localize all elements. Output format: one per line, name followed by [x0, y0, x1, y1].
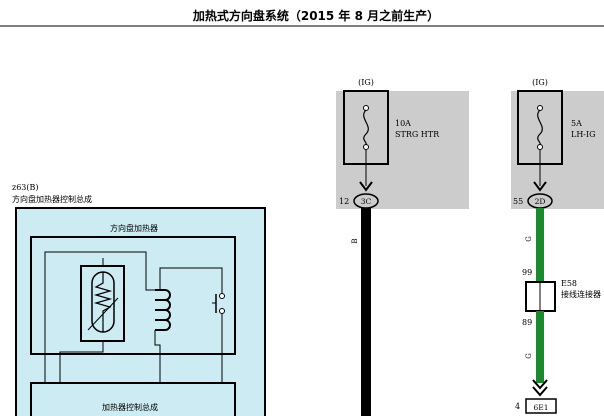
wire-green-lower: [536, 311, 544, 383]
heating-coil-icon: [155, 289, 171, 331]
wire-2-color-lower: G: [525, 353, 533, 359]
fuse-2-connector-code: 2D: [535, 197, 546, 206]
fuse-1-pin: 12: [339, 197, 349, 206]
heater-wire-left: [44, 251, 155, 410]
fuse-2-arrow-icon: [533, 181, 547, 192]
switch-wire-top: [159, 267, 223, 293]
junction-pin-in: 99: [522, 268, 532, 277]
component-code: z63(B): [12, 183, 39, 192]
fuse-1-rating: 10A: [395, 119, 411, 128]
bottom-connector: [525, 398, 557, 414]
coil-wire-down: [154, 330, 161, 410]
junction-arrow-icon-2: [532, 386, 548, 397]
wire-black: [361, 208, 371, 416]
fuse-2-power: (IG): [532, 78, 548, 87]
fuse-1-terminal-bottom: [363, 144, 369, 150]
fuse-2-name: LH-IG: [571, 130, 596, 139]
fuse-2-terminal-bottom: [537, 144, 543, 150]
junction-code: E58: [561, 279, 577, 288]
resistor-zigzag-icon: [93, 272, 113, 332]
wire-green-upper: [536, 208, 544, 282]
wire-2-color-upper: G: [525, 236, 533, 242]
heater-wire-bottom: [59, 341, 104, 410]
fuse-1-arrow-icon: [359, 181, 373, 192]
junction-pin-out: 89: [522, 318, 532, 327]
bottom-connector-code: 6E1: [533, 403, 548, 412]
heater-box: [30, 236, 236, 355]
fuse-2-rating: 5A: [571, 119, 582, 128]
fuse-2-pin: 55: [513, 197, 523, 206]
fuse-1-icon: [363, 109, 369, 146]
fuse-1-terminal-top: [363, 105, 369, 111]
switch-contact-top: [219, 293, 225, 299]
fuse-2-icon: [537, 109, 543, 146]
junction-arrow-icon-1: [532, 379, 548, 390]
fuse-2-terminal-top: [537, 105, 543, 111]
fuse-1-name: STRG HTR: [395, 130, 440, 139]
controller-label: 加热器控制总成: [102, 402, 158, 412]
switch-contact-bottom: [219, 308, 225, 314]
bottom-pin: 4: [515, 402, 520, 411]
fuse-1-power: (IG): [358, 78, 374, 87]
wire-1-color: B: [351, 238, 359, 243]
thermistor-slash: [87, 297, 119, 331]
fuse-1-connector-code: 3C: [361, 197, 372, 206]
junction-name: 接线连接器: [561, 289, 601, 299]
component-name: 方向盘加热器控制总成: [12, 194, 92, 204]
controller-box: [30, 382, 236, 416]
page-title: 加热式方向盘系统（2015 年 8 月之前生产）: [192, 8, 439, 23]
heater-label: 方向盘加热器: [110, 223, 158, 233]
